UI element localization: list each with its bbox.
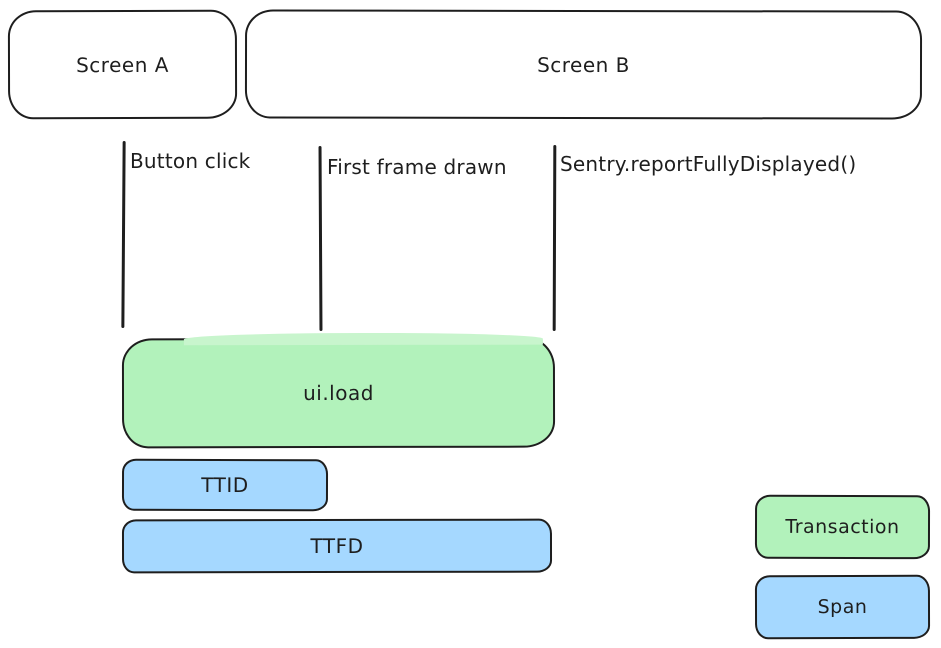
- ui-load-label: ui.load: [303, 380, 374, 406]
- button-click-label: Button click: [130, 149, 251, 173]
- ttfd-label: TTFD: [310, 533, 364, 559]
- screen-b-box: Screen B: [244, 9, 923, 120]
- legend-transaction: Transaction: [754, 494, 931, 560]
- ttid-span-bar: TTID: [121, 458, 329, 512]
- report-fully-displayed-marker-line: [552, 144, 557, 332]
- legend-transaction-label: Transaction: [785, 515, 900, 539]
- first-frame-drawn-marker-line: [318, 145, 323, 332]
- screen-b-label: Screen B: [537, 52, 630, 77]
- ui-load-transaction-bar: ui.load: [121, 337, 556, 449]
- legend-span-label: Span: [817, 595, 868, 619]
- screen-a-box: Screen A: [7, 9, 238, 120]
- button-click-marker-line: [121, 140, 126, 329]
- screen-a-label: Screen A: [76, 52, 169, 77]
- first-frame-drawn-label: First frame drawn: [327, 155, 507, 179]
- report-fully-displayed-label: Sentry.reportFullyDisplayed(): [560, 152, 857, 176]
- ttid-label: TTID: [201, 472, 249, 498]
- ttfd-span-bar: TTFD: [121, 518, 553, 574]
- legend-span: Span: [754, 574, 931, 640]
